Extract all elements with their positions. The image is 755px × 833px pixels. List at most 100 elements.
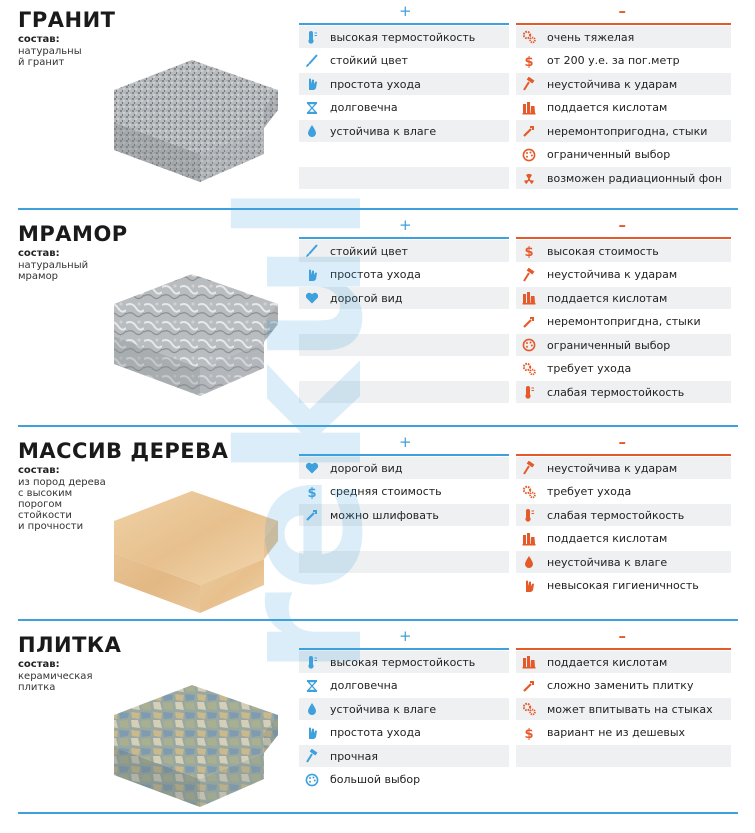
cons-text: слабая термостойкость (547, 385, 685, 399)
pros-header-bar (299, 454, 509, 456)
cons-text: требует ухода (547, 362, 632, 375)
cons-text: слабая термостойкость (547, 508, 685, 522)
composition-label: состав: (18, 465, 60, 476)
cons-text: неустойчива к ударам (547, 268, 678, 281)
cons-row: сложно заменить плитку (516, 675, 731, 697)
cons-row: неремонтопригдна, стыки (516, 311, 731, 333)
gears-icon (522, 702, 536, 716)
section-divider (18, 425, 738, 427)
brush-icon (305, 53, 319, 68)
thermometer-icon (522, 385, 536, 399)
gears-icon (522, 485, 536, 499)
cons-row: неремонтопригодна, стыки (516, 120, 731, 142)
cons-row: неустойчива к ударам (516, 264, 731, 286)
pros-text: простота ухода (330, 77, 421, 91)
pros-header-plus: + (399, 216, 412, 234)
pros-row: простота ухода (299, 73, 509, 95)
pros-row: долговечна (299, 675, 509, 697)
droplet-icon (305, 124, 319, 138)
thermometer-icon (305, 655, 319, 669)
cons-row: поддается кислотам (516, 287, 731, 309)
marble-slab-image (108, 264, 298, 403)
cons-text: поддается кислотам (547, 655, 668, 669)
cons-header-minus: – (618, 433, 627, 451)
hammer-icon (522, 77, 536, 91)
cons-header-bar (516, 648, 731, 650)
section-title: ГРАНИТ (18, 8, 116, 32)
section-title: МРАМОР (18, 222, 128, 246)
composition-label: состав: (18, 248, 60, 259)
svg-text:$: $ (524, 245, 533, 258)
pros-row (299, 311, 509, 333)
cons-text: вариант не из дешевых (547, 726, 686, 739)
pros-text: простота ухода (330, 726, 421, 739)
gears-icon (522, 30, 536, 44)
cons-text: поддается кислотам (547, 532, 668, 545)
thermometer-icon (305, 30, 319, 44)
hand-icon (522, 579, 536, 593)
pros-row: можно шлифовать (299, 504, 509, 526)
pros-row: стойкий цвет (299, 50, 509, 72)
wrench-icon (522, 124, 536, 138)
pros-row: простота ухода (299, 264, 509, 286)
pros-row: прочная (299, 745, 509, 767)
dollar-icon: $ (522, 244, 536, 258)
pros-row (299, 334, 509, 356)
pros-text: устойчива к влаге (330, 702, 437, 716)
hand-icon (305, 77, 319, 91)
cons-text: ограниченный выбор (547, 148, 671, 161)
pros-header-bar (299, 237, 509, 239)
cons-row: неустойчива к ударам (516, 73, 731, 95)
pros-text: средняя стоимость (330, 485, 442, 498)
droplet-icon (522, 555, 536, 569)
cons-row: поддается кислотам (516, 528, 731, 550)
flask-icon (522, 532, 536, 546)
pros-row: долговечна (299, 97, 509, 119)
pros-row: стойкий цвет (299, 240, 509, 262)
hand-icon (305, 726, 319, 740)
droplet-icon (305, 702, 319, 716)
pros-row: большой выбор (299, 769, 509, 791)
pros-header-plus: + (399, 627, 412, 645)
pros-header-plus: + (399, 2, 412, 20)
pros-row (299, 575, 509, 597)
cons-text: ограниченный выбор (547, 338, 671, 352)
dollar-icon: $ (305, 485, 319, 499)
pros-text: высокая термостойкость (330, 30, 476, 44)
pros-row (299, 358, 509, 380)
pros-row: устойчива к влаге (299, 120, 509, 142)
cons-text: высокая стоимость (547, 244, 659, 258)
section-divider (18, 619, 738, 621)
pros-row (299, 144, 509, 166)
palette-icon (522, 148, 536, 162)
cons-row: ограниченный выбор (516, 144, 731, 166)
cons-text: неустойчива к ударам (547, 461, 678, 475)
hourglass-icon (305, 679, 319, 693)
cons-row: может впитывать на стыках (516, 698, 731, 720)
cons-text: поддается кислотам (547, 291, 668, 305)
wrench-icon (305, 508, 319, 522)
pros-header-plus: + (399, 433, 412, 451)
cons-text: сложно заменить плитку (547, 679, 694, 692)
cons-header-bar (516, 454, 731, 456)
pros-text: простота ухода (330, 268, 421, 281)
cons-row: возможен радиационный фон (516, 167, 731, 189)
pros-row (299, 381, 509, 403)
pros-text: дорогой вид (330, 291, 403, 305)
cons-text: неустойчива к ударам (547, 77, 678, 91)
hammer-icon (522, 267, 536, 282)
pros-row (299, 167, 509, 189)
composition-label: состав: (18, 34, 60, 45)
cons-header-minus: – (618, 627, 627, 645)
cons-row: неустойчива к влаге (516, 551, 731, 573)
section-divider (18, 208, 738, 210)
pros-text: стойкий цвет (330, 244, 408, 258)
cons-row (516, 769, 731, 791)
pros-row (299, 528, 509, 550)
pros-row: дорогой вид (299, 287, 509, 309)
pros-text: устойчива к влаге (330, 124, 437, 138)
